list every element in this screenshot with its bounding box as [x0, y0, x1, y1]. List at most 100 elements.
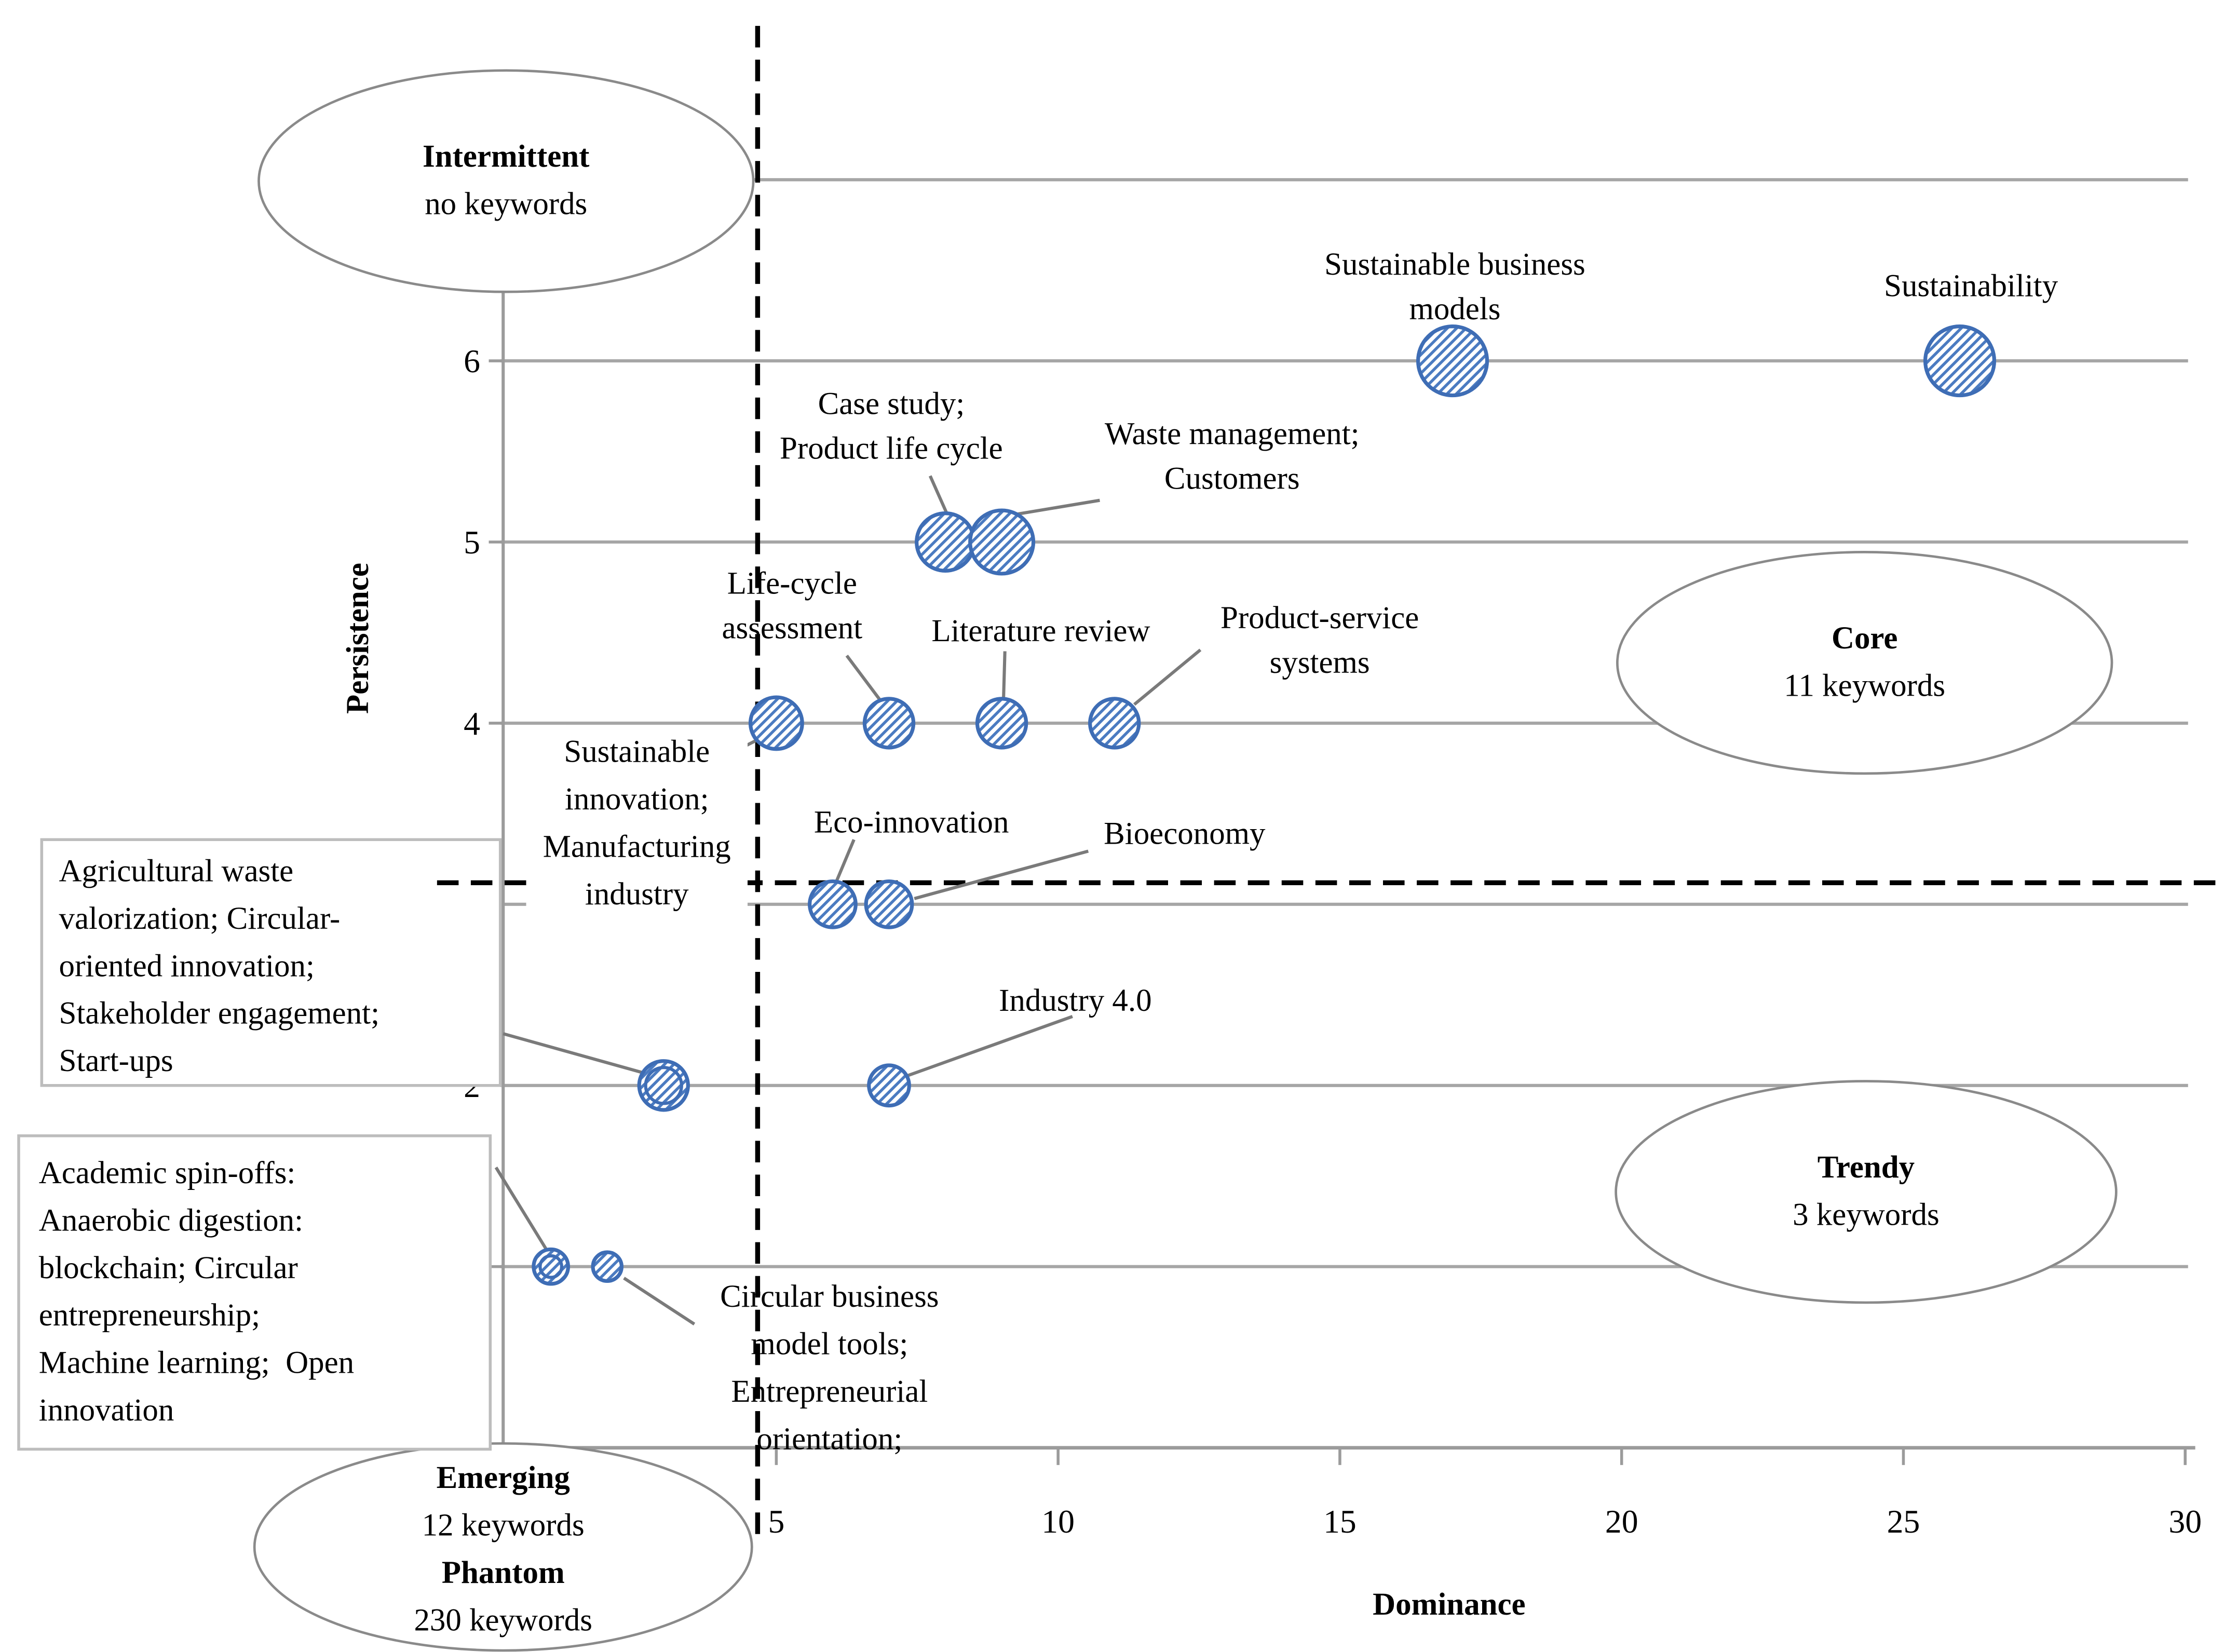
leader-product-service-systems [1133, 648, 1202, 706]
label-industry-4-0: Industry 4.0 [966, 978, 1185, 1022]
ellipse-label-line: 12 keywords [422, 1507, 585, 1543]
ellipse-label-line: 3 keywords [1793, 1196, 1940, 1233]
bubble-eco-innovation [808, 879, 858, 929]
ellipse-label-line: Intermittent [423, 138, 590, 174]
box-label-line: valorization; Circular- [59, 900, 341, 936]
leader-bioeconomy [914, 849, 1089, 900]
label-life-cycle-assessment: Life-cycle assessment [684, 561, 900, 650]
label-line: models [1409, 290, 1501, 327]
y-tick-label: 4 [464, 705, 480, 742]
ellipse-label-intermittent: Intermittent no keywords [290, 132, 722, 227]
leader-industry-4-0 [903, 1014, 1073, 1079]
label-line: Customers [1164, 460, 1300, 496]
box-label-line: innovation [38, 1391, 174, 1428]
bubble-sustainable-innovation-manufacturing-industry [748, 695, 804, 751]
label-line: Waste management; [1104, 415, 1360, 452]
label-line: Sustainable [564, 733, 710, 769]
label-line: Entrepreneurial [731, 1373, 928, 1409]
ellipse-label-line: Core [1831, 619, 1898, 656]
label-line: Circular business [720, 1278, 939, 1315]
bubble-product-service-systems [1088, 697, 1141, 750]
leader-life-cycle-assessment [845, 654, 883, 703]
ellipse-label-line: Emerging [436, 1459, 570, 1495]
leader-eco-innovation [834, 839, 856, 885]
label-line: innovation; [565, 780, 709, 817]
x-axis-title: Dominance [1373, 1586, 1526, 1622]
label-line: Product-service [1220, 599, 1419, 635]
box-label-line: Machine learning; Open [38, 1344, 355, 1380]
leader-circular-business-model-tools [623, 1277, 696, 1326]
label-circular-business-model-tools: Circular business model tools; Entrepreneu… [684, 1272, 974, 1463]
bubble-life-cycle-assessment [862, 697, 916, 750]
bubble-sustainability [1923, 324, 1997, 398]
ellipse-label-line: no keywords [425, 185, 588, 222]
box-label-academic-spin-offs-box: Academic spin-offs:Anaerobic digestion:b… [39, 1149, 476, 1433]
ellipse-label-line: 11 keywords [1784, 667, 1946, 703]
box-label-line: Start-ups [59, 1042, 173, 1078]
label-line: Literature review [931, 612, 1150, 648]
box-label-agricultural-waste-box: Agricultural waste valorization; Circular… [59, 847, 485, 1084]
box-label-line: Agricultural waste [59, 852, 294, 889]
label-line: assessment [722, 610, 863, 646]
ellipse-core [1616, 551, 2113, 775]
label-line: industry [585, 875, 689, 912]
ellipse-label-line: Phantom [441, 1554, 565, 1590]
label-sustainable-innovation-manufacturing-industry: Sustainable innovation; Manufacturing indus… [526, 727, 748, 917]
x-tick-label: 20 [1605, 1503, 1638, 1540]
label-line: Case study; [818, 385, 965, 422]
bubble-circular-business-model-tools [591, 1250, 624, 1283]
bubble-inner-ring-agricultural-waste-cluster [644, 1066, 683, 1105]
ellipse-trendy [1615, 1080, 2118, 1304]
label-case-study-product-life-cycle: Case study; Product life cycle [748, 381, 1035, 470]
academic-spin-offs-box [17, 1134, 492, 1451]
label-line: orientation; [756, 1420, 903, 1457]
ellipse-label-core: Core 11 keywords [1649, 614, 2080, 709]
ellipse-emerging-phantom [253, 1442, 753, 1652]
label-product-service-systems: Product-service systems [1179, 595, 1461, 684]
label-line: Industry 4.0 [999, 982, 1152, 1018]
leader-academic-spin-offs-box [494, 1167, 548, 1251]
box-label-line: Academic spin-offs: [38, 1154, 296, 1190]
ellipse-label-line: 230 keywords [414, 1601, 592, 1638]
label-line: Bioeconomy [1104, 815, 1266, 851]
y-tick-label: 6 [464, 343, 480, 380]
bubble-industry-4-0 [867, 1063, 911, 1108]
label-line: Product life cycle [780, 429, 1003, 466]
label-line: Manufacturing [543, 828, 731, 864]
bubble-literature-review [975, 697, 1028, 750]
x-tick-label: 5 [768, 1503, 784, 1540]
box-label-line: Anaerobic digestion: [38, 1202, 304, 1238]
y-axis-title: Persistence [339, 563, 375, 714]
bubble-waste-management-customers [968, 508, 1036, 576]
bubble-inner-ring-academic-spin-offs-cluster [538, 1254, 563, 1279]
label-waste-management-customers: Waste management; Customers [1064, 411, 1400, 500]
x-tick-label: 15 [1323, 1503, 1357, 1540]
label-line: model tools; [751, 1325, 908, 1362]
leader-literature-review [1001, 651, 1007, 702]
label-line: systems [1269, 644, 1370, 680]
agricultural-waste-box [40, 838, 502, 1087]
box-label-line: entrepreneurship; [38, 1296, 261, 1333]
x-tick-label: 25 [1887, 1503, 1920, 1540]
leader-case-study-product-life-cycle [928, 475, 949, 516]
ellipse-intermittent [257, 69, 755, 293]
label-sustainability: Sustainability [1835, 263, 2108, 308]
bubble-bioeconomy [864, 879, 914, 929]
label-eco-innovation: Eco-innovation [785, 800, 1038, 844]
x-tick-label: 30 [2168, 1503, 2202, 1540]
label-bioeconomy: Bioeconomy [1073, 811, 1297, 856]
leader-agricultural-waste-box [503, 1032, 654, 1077]
bubble-sustainable-business-models [1416, 324, 1489, 398]
y-tick-label: 5 [464, 524, 480, 561]
box-label-line: oriented innovation; [59, 947, 315, 984]
label-line: Sustainability [1884, 267, 2058, 304]
leader-waste-management-customers [1013, 498, 1100, 517]
label-line: Life-cycle [727, 565, 857, 601]
x-tick-label: 10 [1041, 1503, 1075, 1540]
